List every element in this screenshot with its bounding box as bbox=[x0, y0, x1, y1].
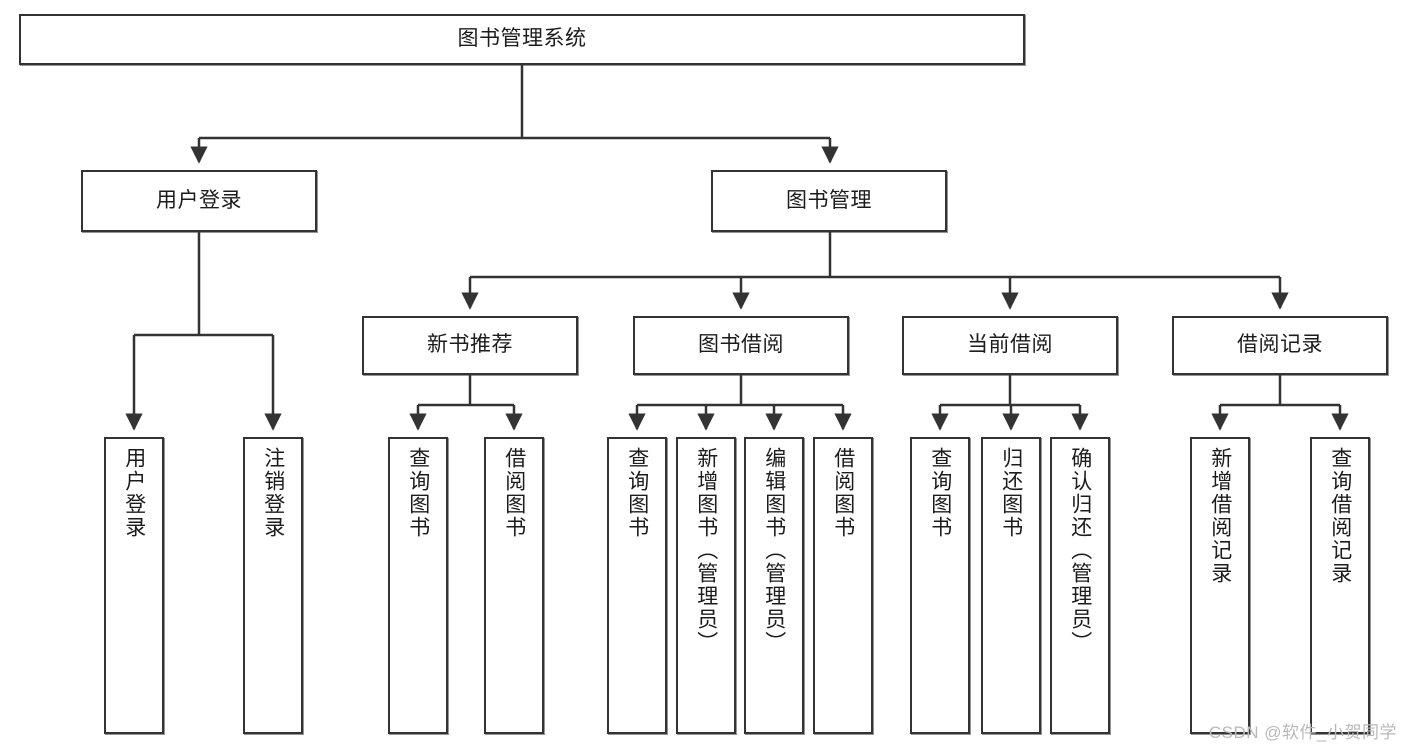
node-label: 图书管理 bbox=[786, 188, 872, 212]
node-book-management[interactable]: 图书管理 bbox=[711, 170, 947, 232]
node-label: 新书推荐 bbox=[427, 333, 513, 357]
node-borrowing-record[interactable]: 借阅记录 bbox=[1172, 316, 1388, 375]
node-label: 查询图书 bbox=[406, 447, 430, 539]
node-root-book-management-system[interactable]: 图书管理系统 bbox=[19, 14, 1025, 65]
node-label: 编辑图书（管理员） bbox=[762, 447, 786, 654]
node-label: 借阅图书 bbox=[502, 447, 526, 539]
node-label: 归还图书 bbox=[999, 447, 1023, 539]
node-label: 查询借阅记录 bbox=[1328, 447, 1352, 585]
node-label: 注销登录 bbox=[261, 447, 285, 539]
node-current-borrowing[interactable]: 当前借阅 bbox=[902, 316, 1118, 375]
leaf-add-borrowing-record[interactable]: 新增借阅记录 bbox=[1190, 437, 1250, 734]
node-label: 图书借阅 bbox=[698, 333, 784, 357]
node-book-borrowing[interactable]: 图书借阅 bbox=[633, 316, 849, 375]
watermark: CSDN @软件_小贺同学 bbox=[1208, 723, 1397, 742]
leaf-query-book-current[interactable]: 查询图书 bbox=[910, 437, 970, 734]
leaf-confirm-return-admin[interactable]: 确认归还（管理员） bbox=[1050, 437, 1110, 734]
node-label: 用户登录 bbox=[122, 447, 146, 539]
node-label: 查询图书 bbox=[625, 447, 649, 539]
leaf-add-book-admin[interactable]: 新增图书（管理员） bbox=[676, 437, 736, 734]
leaf-edit-book-admin[interactable]: 编辑图书（管理员） bbox=[744, 437, 804, 734]
node-label: 确认归还（管理员） bbox=[1068, 447, 1092, 654]
leaf-query-borrowing-record[interactable]: 查询借阅记录 bbox=[1310, 437, 1370, 734]
node-label: 新增借阅记录 bbox=[1208, 447, 1232, 585]
node-new-book-recommendation[interactable]: 新书推荐 bbox=[362, 316, 578, 375]
leaf-logout[interactable]: 注销登录 bbox=[243, 437, 303, 734]
leaf-borrow-book-recommendation[interactable]: 借阅图书 bbox=[484, 437, 544, 734]
node-label: 新增图书（管理员） bbox=[694, 447, 718, 654]
leaf-borrow-book[interactable]: 借阅图书 bbox=[813, 437, 873, 734]
leaf-return-book[interactable]: 归还图书 bbox=[981, 437, 1041, 734]
node-label: 查询图书 bbox=[928, 447, 952, 539]
node-user-login[interactable]: 用户登录 bbox=[81, 170, 317, 232]
node-label: 用户登录 bbox=[156, 188, 242, 212]
node-label: 借阅记录 bbox=[1237, 333, 1323, 357]
node-label: 借阅图书 bbox=[831, 447, 855, 539]
leaf-query-book-borrowing[interactable]: 查询图书 bbox=[607, 437, 667, 734]
node-label: 当前借阅 bbox=[967, 333, 1053, 357]
leaf-user-login[interactable]: 用户登录 bbox=[104, 437, 164, 734]
node-label: 图书管理系统 bbox=[457, 27, 587, 51]
leaf-query-book-recommendation[interactable]: 查询图书 bbox=[388, 437, 448, 734]
